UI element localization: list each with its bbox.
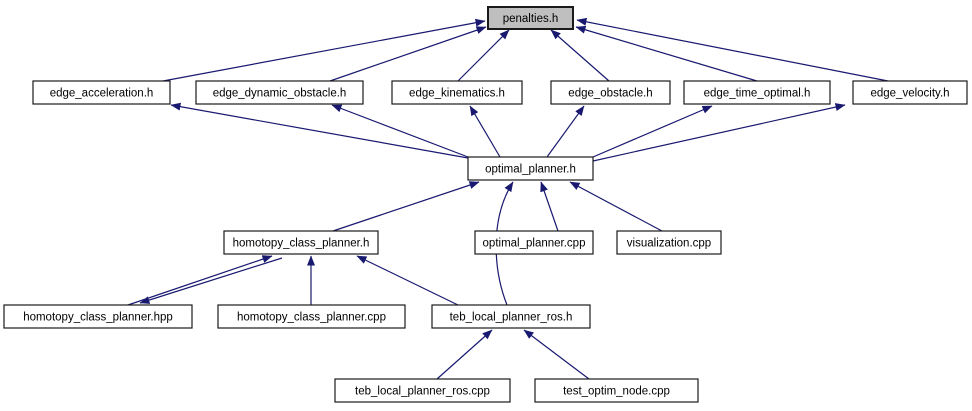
node-edge-acceleration-h[interactable]: edge_acceleration.h <box>32 80 171 105</box>
node-label: edge_velocity.h <box>870 88 949 100</box>
node-teb-local-planner-ros-cpp[interactable]: teb_local_planner_ros.cpp <box>334 378 511 403</box>
node-label: edge_time_optimal.h <box>704 88 811 100</box>
node-box <box>683 80 831 105</box>
node-edge-kinematics-h[interactable]: edge_kinematics.h <box>391 80 523 105</box>
node-box <box>474 230 594 255</box>
node-box <box>550 80 671 105</box>
node-homotopy-class-planner-hpp[interactable]: homotopy_class_planner.hpp <box>3 304 193 329</box>
node-label: visualization.cpp <box>627 238 711 250</box>
node-label: edge_kinematics.h <box>409 88 505 100</box>
edge-edge-time-optimal-h-to-penalties-h <box>575 25 758 82</box>
node-edge-obstacle-h[interactable]: edge_obstacle.h <box>550 80 671 105</box>
node-optimal-planner-cpp[interactable]: optimal_planner.cpp <box>474 230 594 255</box>
node-homotopy-class-planner-cpp[interactable]: homotopy_class_planner.cpp <box>217 304 406 329</box>
node-box <box>3 304 193 329</box>
edge-edge-kinematics-h-to-penalties-h <box>457 29 510 82</box>
edge-optimal-planner-h-to-edge-obstacle-h <box>546 105 585 158</box>
node-label: homotopy_class_planner.h <box>233 238 370 250</box>
node-teb-local-planner-ros-h[interactable]: teb_local_planner_ros.h <box>431 304 591 329</box>
edge-teb-local-planner-ros-h-to-homotopy-class-planner-h <box>356 255 459 306</box>
edge-optimal-planner-h-to-edge-time-optimal-h <box>592 105 713 158</box>
node-optimal-planner-h[interactable]: optimal_planner.h <box>467 156 594 181</box>
edge-edge-dynamic-obstacle-h-to-penalties-h <box>329 26 487 82</box>
node-label: teb_local_planner_ros.cpp <box>355 386 490 398</box>
node-edge-dynamic-obstacle-h[interactable]: edge_dynamic_obstacle.h <box>195 80 364 105</box>
node-box <box>852 80 968 105</box>
edge-optimal-planner-h-to-edge-acceleration-h <box>170 102 469 159</box>
edge-optimal-planner-h-to-edge-velocity-h <box>592 103 846 162</box>
edge-test-optim-node-cpp-to-teb-local-planner-ros-h <box>523 329 590 380</box>
node-label: homotopy_class_planner.cpp <box>237 312 386 324</box>
node-box <box>32 80 171 105</box>
node-label: homotopy_class_planner.hpp <box>23 312 173 324</box>
node-label: penalties.h <box>503 13 559 25</box>
node-box <box>487 6 574 30</box>
node-label: edge_obstacle.h <box>568 88 652 100</box>
node-label: teb_local_planner_ros.h <box>450 312 573 324</box>
edge-edge-velocity-h-to-penalties-h <box>576 17 889 82</box>
node-box <box>534 378 699 403</box>
node-test-optim-node-cpp[interactable]: test_optim_node.cpp <box>534 378 699 403</box>
node-homotopy-class-planner-h[interactable]: homotopy_class_planner.h <box>223 230 379 255</box>
node-box <box>616 230 722 255</box>
edge-homotopy-class-planner-h-to-homotopy-class-planner-hpp <box>139 257 283 304</box>
edge-edge-acceleration-h-to-penalties-h <box>162 18 486 82</box>
edge-edge-obstacle-h-to-penalties-h <box>550 29 610 82</box>
edge-teb-local-planner-ros-cpp-to-teb-local-planner-ros-h <box>436 329 493 380</box>
edge-visualization-cpp-to-optimal-planner-h <box>569 181 663 232</box>
node-edge-time-optimal-h[interactable]: edge_time_optimal.h <box>683 80 831 105</box>
node-label: optimal_planner.cpp <box>483 238 586 250</box>
node-box <box>391 80 523 105</box>
node-label: edge_dynamic_obstacle.h <box>213 88 347 100</box>
node-label: optimal_planner.h <box>485 164 576 176</box>
node-visualization-cpp[interactable]: visualization.cpp <box>616 230 722 255</box>
node-label: edge_acceleration.h <box>50 88 154 100</box>
node-edge-velocity-h[interactable]: edge_velocity.h <box>852 80 968 105</box>
edge-optimal-planner-h-to-edge-kinematics-h <box>469 105 501 158</box>
node-box <box>223 230 379 255</box>
node-penalties-h[interactable]: penalties.h <box>487 6 574 30</box>
node-box <box>334 378 511 403</box>
node-label: test_optim_node.cpp <box>563 386 670 398</box>
edge-optimal-planner-h-to-edge-dynamic-obstacle-h <box>331 104 469 158</box>
edge-homotopy-class-planner-h-to-optimal-planner-h <box>332 181 480 232</box>
node-box <box>431 304 591 329</box>
edge-homotopy-class-planner-hpp-to-homotopy-class-planner-h <box>127 255 273 306</box>
node-box <box>467 156 594 181</box>
node-box <box>217 304 406 329</box>
node-box <box>195 80 364 105</box>
edge-optimal-planner-cpp-to-optimal-planner-h <box>540 181 559 232</box>
